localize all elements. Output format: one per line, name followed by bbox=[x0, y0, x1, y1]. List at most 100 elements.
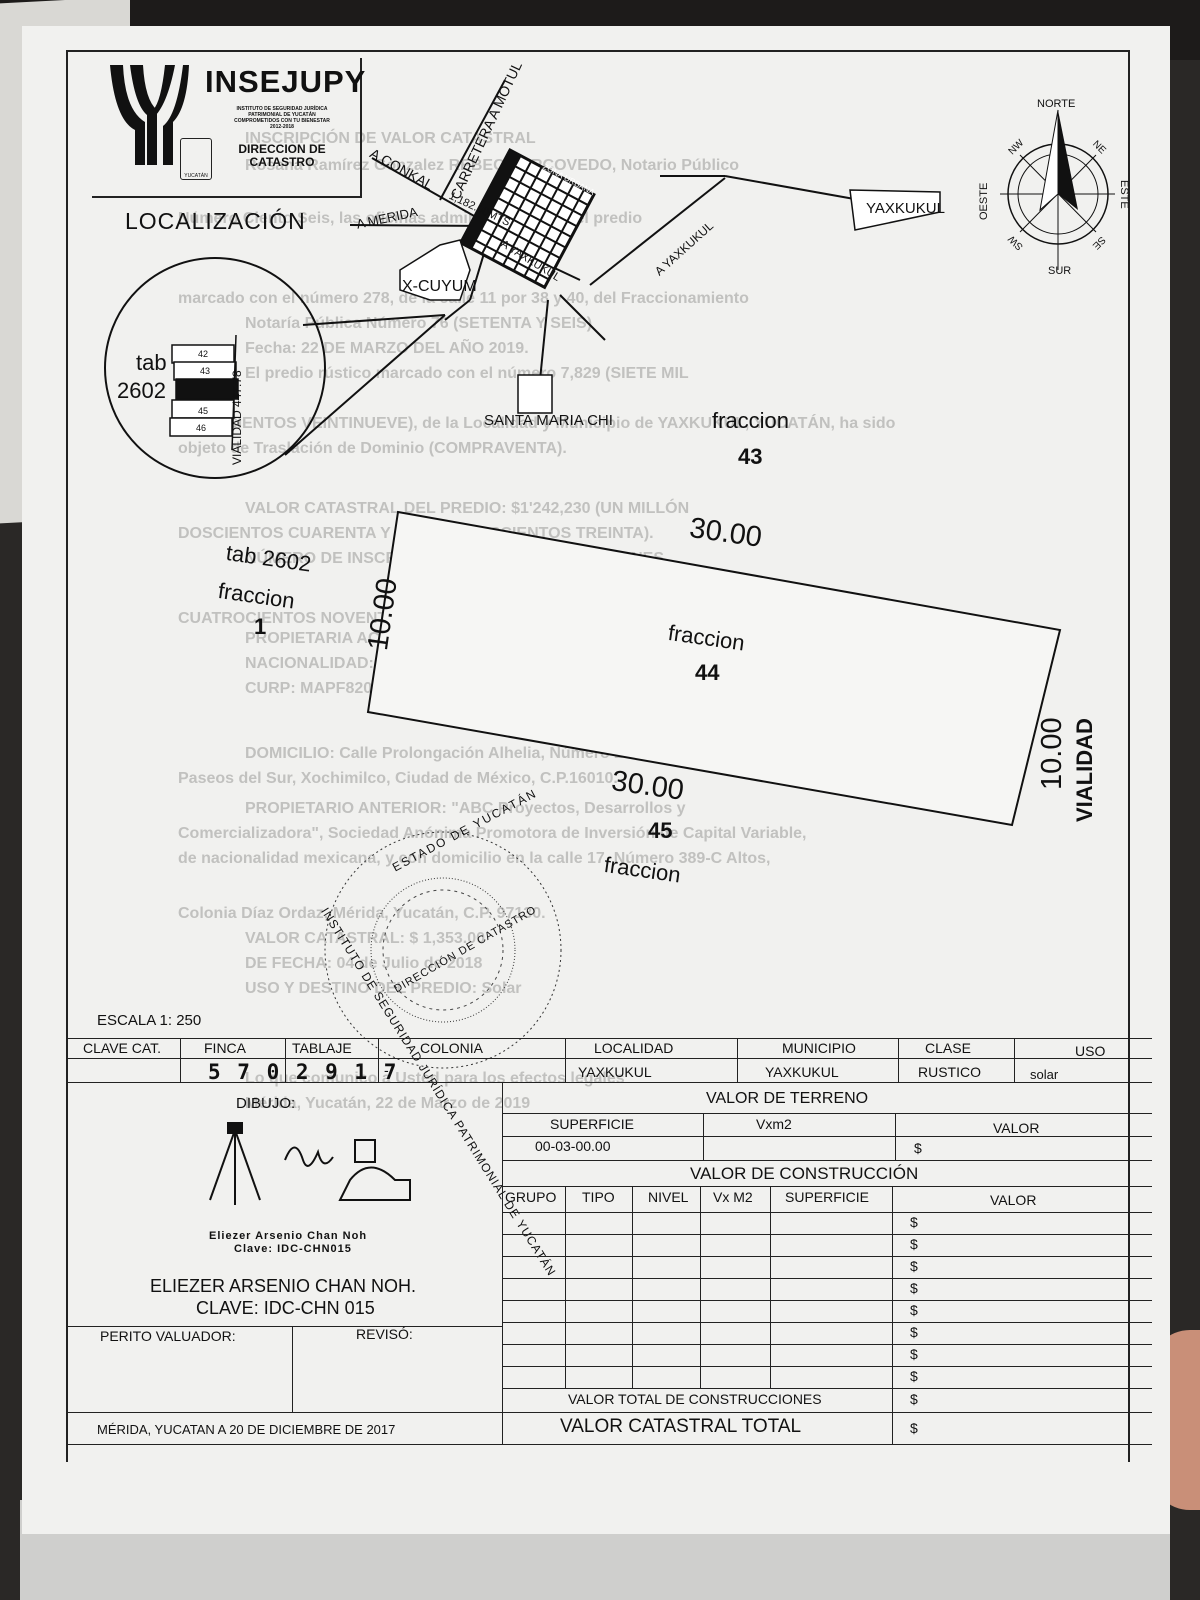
rule bbox=[66, 1082, 1152, 1083]
localidad-value: YAXKUKUL bbox=[578, 1064, 652, 1080]
org-line: INSTITUTO DE SEGURIDAD JURÍDICA bbox=[236, 106, 328, 112]
rule bbox=[502, 1212, 1152, 1213]
bleed-line: marcado con el número 278, de la calle 1… bbox=[178, 290, 749, 307]
bleed-line: Comercializadora", Sociedad Anónima Prom… bbox=[178, 825, 807, 842]
bleed-line: OCHOCIENTOS VEINTINUEVE), de la Localida… bbox=[178, 415, 896, 432]
clase-value: RUSTICO bbox=[918, 1064, 981, 1080]
rule bbox=[565, 1186, 566, 1388]
lot-right-length: 10.00 bbox=[1036, 717, 1068, 790]
compass-east: ESTE bbox=[1118, 180, 1130, 209]
bleed-line: INSCRIPCIÓN DE VALOR CATASTRAL bbox=[245, 130, 536, 147]
construccion-row-currency: $ bbox=[910, 1280, 918, 1296]
uso-value: solar bbox=[1030, 1067, 1059, 1082]
place-santa-maria: SANTA MARIA CHI bbox=[484, 412, 613, 429]
neighbor-north-number: 43 bbox=[738, 444, 763, 469]
place-yaxkukul: YAXKUKUL bbox=[866, 200, 945, 217]
scale: ESCALA 1: 250 bbox=[97, 1012, 202, 1029]
terreno-col-vxm2: Vxm2 bbox=[756, 1116, 792, 1132]
rule bbox=[378, 1038, 379, 1082]
department-line: CATASTRO bbox=[249, 155, 315, 169]
neighbor-south-number: 45 bbox=[648, 818, 673, 843]
construccion-col: GRUPO bbox=[505, 1189, 557, 1205]
subject-lot-number: 44 bbox=[695, 660, 720, 685]
rule bbox=[700, 1186, 701, 1388]
rule bbox=[892, 1186, 893, 1444]
rule bbox=[66, 1058, 1152, 1059]
catastral-total-currency: $ bbox=[910, 1420, 918, 1436]
perito-label: PERITO VALUADOR: bbox=[100, 1328, 236, 1344]
org-lines: INSTITUTO DE SEGURIDAD JURÍDICA PATRIMON… bbox=[202, 106, 362, 130]
header-clave: CLAVE CAT. bbox=[83, 1040, 162, 1056]
org-acronym: INSEJUPY bbox=[205, 64, 367, 99]
municipio-value: YAXKUKUL bbox=[765, 1064, 839, 1080]
construccion-col: VALOR bbox=[990, 1192, 1037, 1208]
surveyor-drawing-icon bbox=[209, 1122, 411, 1205]
rule bbox=[770, 1186, 771, 1388]
bleed-line: Notaría Pública Número 76 (SETENTA Y SEI… bbox=[245, 315, 593, 332]
rule bbox=[895, 1113, 896, 1160]
rule bbox=[502, 1082, 503, 1445]
terreno-superficie: 00-03-00.00 bbox=[535, 1138, 611, 1154]
rule bbox=[898, 1038, 899, 1082]
yucatan-crest-icon: YUCATÁN bbox=[180, 138, 212, 180]
bleed-line: Rosana Ramírez Gonzalez REBECA ARCOVEDO,… bbox=[245, 157, 740, 174]
reviso-label: REVISÓ: bbox=[356, 1326, 413, 1342]
bleed-line: Paseos del Sur, Xochimilco, Ciudad de Mé… bbox=[178, 770, 618, 787]
rule bbox=[737, 1038, 738, 1082]
rule bbox=[632, 1186, 633, 1388]
inset-tab-label: tab bbox=[136, 350, 167, 375]
signature-clave: Clave: IDC-CHN015 bbox=[234, 1243, 352, 1255]
bleed-line: DE FECHA: 04 de Julio de 2018 bbox=[245, 955, 483, 972]
official-seal-icon bbox=[324, 831, 562, 1069]
rule bbox=[502, 1300, 1152, 1301]
rule bbox=[565, 1038, 566, 1082]
rule bbox=[502, 1234, 1152, 1235]
rule bbox=[66, 1038, 1152, 1039]
construccion-row-currency: $ bbox=[910, 1324, 918, 1340]
header-tablaje: TABLAJE bbox=[292, 1040, 352, 1056]
header-municipio: MUNICIPIO bbox=[782, 1040, 856, 1056]
rule bbox=[502, 1388, 1152, 1389]
place-date: MÉRIDA, YUCATAN A 20 DE DICIEMBRE DE 201… bbox=[97, 1422, 396, 1437]
compass-north: NORTE bbox=[1037, 98, 1076, 110]
location-title: LOCALIZACIÓN bbox=[125, 208, 306, 234]
construccion-row-currency: $ bbox=[910, 1302, 918, 1318]
rule bbox=[502, 1366, 1152, 1367]
header-uso: USO bbox=[1075, 1043, 1106, 1059]
department-line: DIRECCION DE bbox=[238, 142, 326, 156]
bleed-line: USO Y DESTINO DEL PREDIO: Solar bbox=[245, 980, 522, 997]
compass-south: SUR bbox=[1048, 265, 1072, 277]
inset-vialidad: VIALIDAD 447.78 bbox=[230, 370, 244, 465]
dibujo-name: ELIEZER ARSENIO CHAN NOH. bbox=[150, 1276, 417, 1296]
bleed-line: Fecha: 22 DE MARZO DEL AÑO 2019. bbox=[245, 340, 529, 357]
rule bbox=[285, 1038, 286, 1082]
neighbor-west-number: 1 bbox=[254, 614, 267, 639]
rule bbox=[502, 1113, 1152, 1114]
rule bbox=[292, 1326, 293, 1412]
neighbor-north-word: fraccion bbox=[712, 408, 790, 433]
terreno-currency: $ bbox=[914, 1140, 922, 1156]
terreno-col-superficie: SUPERFICIE bbox=[550, 1116, 635, 1132]
construccion-col: TIPO bbox=[582, 1189, 615, 1205]
rule bbox=[1014, 1038, 1015, 1082]
bleed-line: Mérida, Yucatán, 22 de Marzo de 2019 bbox=[245, 1095, 531, 1112]
bleed-line: PROPIETARIO ANTERIOR: "ABC Proyectos, De… bbox=[245, 800, 686, 817]
vialidad-label: VIALIDAD bbox=[1072, 718, 1097, 822]
construccion-total-label: VALOR TOTAL DE CONSTRUCCIONES bbox=[568, 1391, 822, 1407]
construccion-row-currency: $ bbox=[910, 1236, 918, 1252]
rule bbox=[502, 1278, 1152, 1279]
construccion-row-currency: $ bbox=[910, 1346, 918, 1362]
bleed-line: objeto de Traslación de Dominio (COMPRAV… bbox=[178, 440, 567, 457]
rule bbox=[66, 1444, 1152, 1445]
bleed-line: VALOR CATASTRAL DEL PREDIO: $1'242,230 (… bbox=[245, 500, 690, 517]
bleed-line: VALOR CATASTRAL: $ 1,353.00 bbox=[245, 930, 486, 947]
construccion-row-currency: $ bbox=[910, 1214, 918, 1230]
inset-lot-label: 45 bbox=[198, 406, 209, 416]
org-line: PATRIMONIAL DE YUCATÁN bbox=[248, 112, 316, 118]
catastral-total-label: VALOR CATASTRAL TOTAL bbox=[560, 1416, 802, 1437]
compass-west: OESTE bbox=[978, 182, 990, 220]
department-name: DIRECCION DE CATASTRO bbox=[222, 143, 342, 169]
dibujo-clave: CLAVE: IDC-CHN 015 bbox=[196, 1298, 375, 1318]
inset-tab-number: 2602 bbox=[117, 378, 166, 403]
